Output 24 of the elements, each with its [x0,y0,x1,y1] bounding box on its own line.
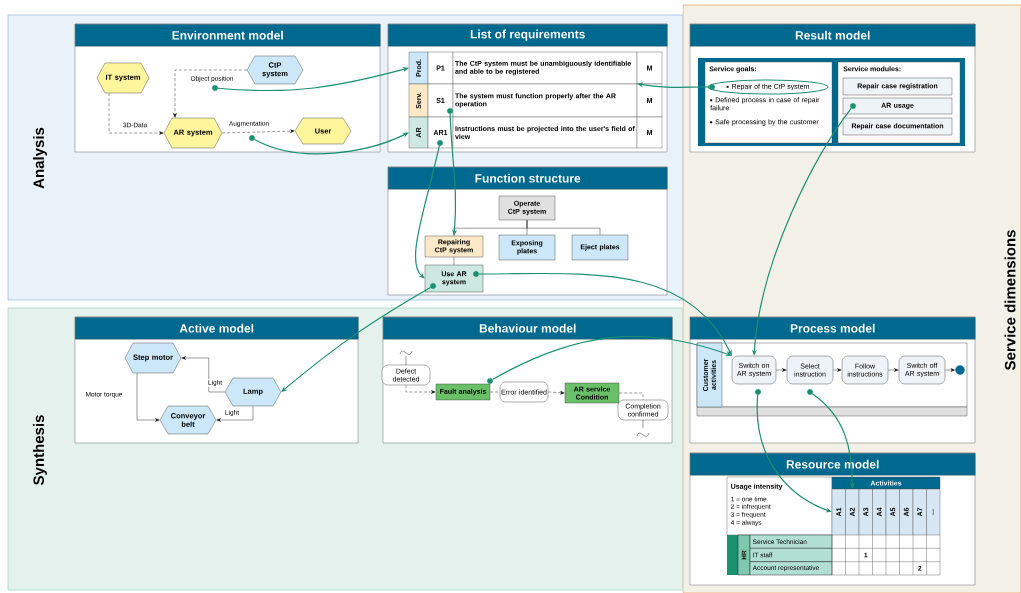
trace-arrow [491,335,732,381]
arrow [181,356,225,393]
arrow [108,93,164,135]
trace-arrow [281,286,432,392]
trace-arrow [756,394,832,513]
trace-arrow [478,272,732,356]
end-event [955,365,965,375]
arrow [173,69,247,118]
trace-arrow [217,67,409,92]
arrow [945,368,955,372]
arrow [136,373,160,422]
connector [453,257,455,265]
connector [490,391,500,393]
arrow [833,368,842,372]
arrow [222,129,295,134]
arrow [548,391,565,395]
arrow [405,385,436,394]
connector [526,220,601,235]
arrow [776,368,787,372]
trace-arrow [254,132,409,155]
trace-arrow [414,145,440,279]
arrow [888,368,899,372]
connector [619,392,644,400]
arrow [216,406,254,422]
